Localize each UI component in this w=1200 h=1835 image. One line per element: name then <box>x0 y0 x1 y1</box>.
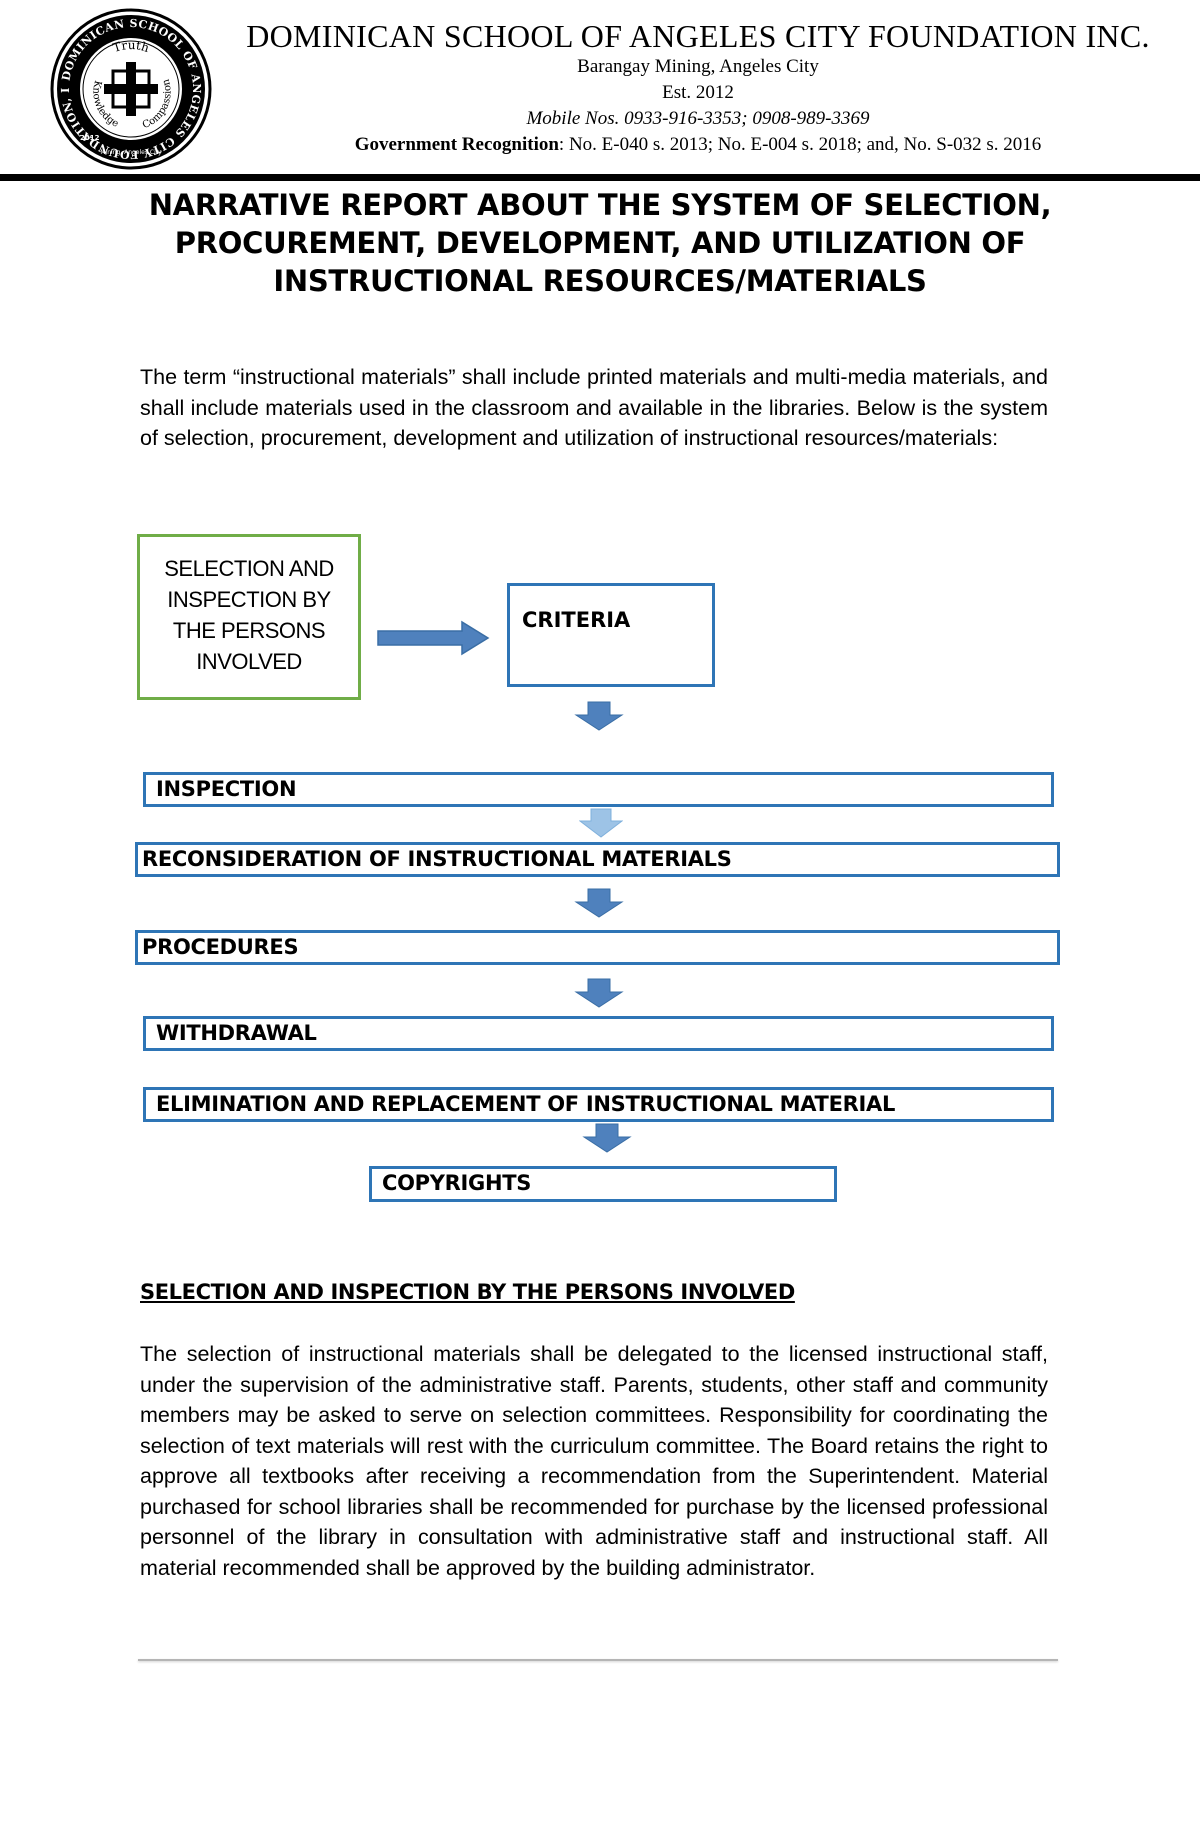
arrow-right-icon <box>377 620 490 656</box>
arrow-down-icon <box>574 701 624 731</box>
arrow-down-icon <box>574 978 624 1008</box>
flow-start-line: INSPECTION BY <box>167 587 331 612</box>
title-line: NARRATIVE REPORT ABOUT THE SYSTEM OF SEL… <box>148 188 1052 222</box>
established-year: Est. 2012 <box>662 82 734 103</box>
flow-step-procedures: PROCEDURES <box>135 930 1060 965</box>
header-divider <box>0 174 1200 181</box>
mobile-numbers: Mobile Nos. 0933-916-3353; 0908-989-3369 <box>526 108 870 129</box>
flow-step-elimination: ELIMINATION AND REPLACEMENT OF INSTRUCTI… <box>143 1087 1054 1122</box>
svg-text:Mining, Angeles City: Mining, Angeles City <box>100 149 162 156</box>
gov-recognition-label: Government Recognition <box>354 134 559 155</box>
page-bottom-divider <box>138 1659 1058 1661</box>
school-seal-logo: DOMINICAN SCHOOL OF ANGELES CITY FOUNDAT… <box>45 0 212 170</box>
arrow-down-icon <box>579 808 623 838</box>
intro-paragraph: The term “instructional materials” shall… <box>140 365 1048 450</box>
flow-start-line: INVOLVED <box>196 649 302 674</box>
section-heading: SELECTION AND INSPECTION BY THE PERSONS … <box>140 1280 795 1304</box>
title-line: INSTRUCTIONAL RESOURCES/MATERIALS <box>273 264 927 298</box>
school-address: Barangay Mining, Angeles City <box>577 56 819 77</box>
flow-step-reconsideration: RECONSIDERATION OF INSTRUCTIONAL MATERIA… <box>135 842 1060 877</box>
flow-start-line: THE PERSONS <box>172 618 326 643</box>
flow-start-box: SELECTION AND INSPECTION BY THE PERSONS … <box>137 534 361 700</box>
document-title: NARRATIVE REPORT ABOUT THE SYSTEM OF SEL… <box>100 186 1100 300</box>
government-recognition: Government Recognition: No. E-040 s. 201… <box>228 134 1168 156</box>
school-name: DOMINICAN SCHOOL OF ANGELES CITY FOUNDAT… <box>246 18 1150 54</box>
flow-start-line: SELECTION AND <box>164 556 334 581</box>
arrow-down-icon <box>582 1123 632 1153</box>
flow-step-inspection: INSPECTION <box>143 772 1054 807</box>
arrow-down-icon <box>574 888 624 918</box>
section-body-paragraph: The selection of instructional materials… <box>140 1342 1048 1580</box>
gov-recognition-text: : No. E-040 s. 2013; No. E-004 s. 2018; … <box>558 134 1042 155</box>
flow-step-copyrights: COPYRIGHTS <box>369 1166 837 1202</box>
title-line: PROCUREMENT, DEVELOPMENT, AND UTILIZATIO… <box>174 226 1026 260</box>
criteria-box: CRITERIA <box>507 583 715 687</box>
flow-step-withdrawal: WITHDRAWAL <box>143 1016 1054 1051</box>
svg-text:2012: 2012 <box>80 134 100 142</box>
svg-text:Truth: Truth <box>111 38 151 55</box>
